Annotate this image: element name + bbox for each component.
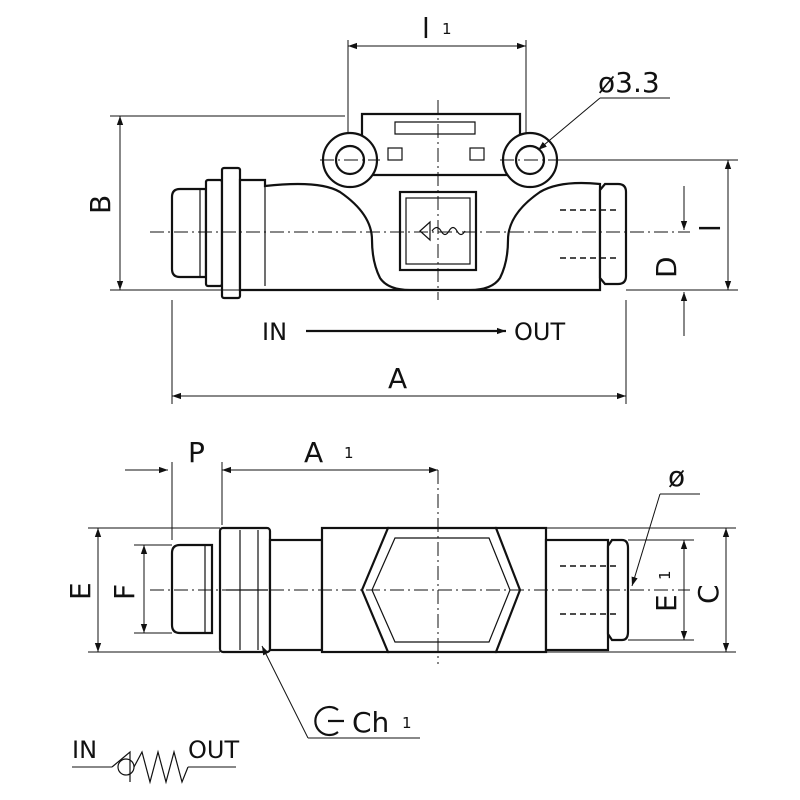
body-segment-left [268, 538, 324, 652]
dim-l1-subscript: 1 [442, 20, 452, 38]
symbol-spring [133, 749, 189, 785]
hex-collar [220, 166, 242, 300]
valve-body [238, 178, 602, 292]
dim-e1-subscript: 1 [656, 570, 674, 580]
dim-f-label: F [108, 584, 141, 600]
dim-l1-label: l [422, 12, 430, 45]
body-segment-right [544, 538, 610, 652]
dim-a-label: A [388, 362, 407, 395]
symbol-in-label: IN [72, 736, 97, 764]
dim-hole-label: ø3.3 [598, 66, 660, 99]
block-pin [469, 147, 485, 161]
dim-c-label: C [692, 584, 725, 604]
dim-e1-label: E [650, 594, 683, 612]
hex-nut [204, 178, 224, 288]
dim-a1-subscript: 1 [344, 444, 354, 462]
side-view: P A 1 ø E F E 1 C Ch 1 [64, 436, 736, 739]
top-view: l 1 ø3.3 B l D IN OUT A [84, 12, 738, 404]
block-pin [387, 147, 403, 161]
inlet-thread-stub [170, 187, 208, 279]
symbol-ball [117, 758, 135, 776]
check-valve-symbol: IN OUT [72, 736, 239, 785]
dim-diameter-label: ø [668, 460, 685, 493]
inlet-thread-stub-side [170, 543, 214, 635]
wrench-icon [314, 705, 344, 737]
symbol-out-label: OUT [188, 736, 239, 764]
hole-leader [537, 97, 601, 151]
dim-a1-label: A [304, 436, 323, 469]
symbol-seat [111, 750, 131, 782]
dim-l-label: l [694, 224, 727, 232]
flow-in-label: IN [262, 318, 287, 346]
flow-out-label: OUT [514, 318, 565, 346]
block-slot [394, 121, 476, 135]
dim-ch1-subscript: 1 [402, 714, 412, 732]
dim-ch1-label: Ch [352, 706, 389, 739]
mounting-block [360, 112, 522, 177]
dim-e-label: E [64, 582, 97, 600]
dim-b-label: B [84, 195, 117, 214]
ch1-leader [261, 645, 309, 739]
dim-p-label: P [188, 436, 205, 469]
dim-d-label: D [650, 256, 683, 278]
check-valve-symbol-small [419, 220, 466, 242]
outlet-collet [598, 182, 628, 286]
